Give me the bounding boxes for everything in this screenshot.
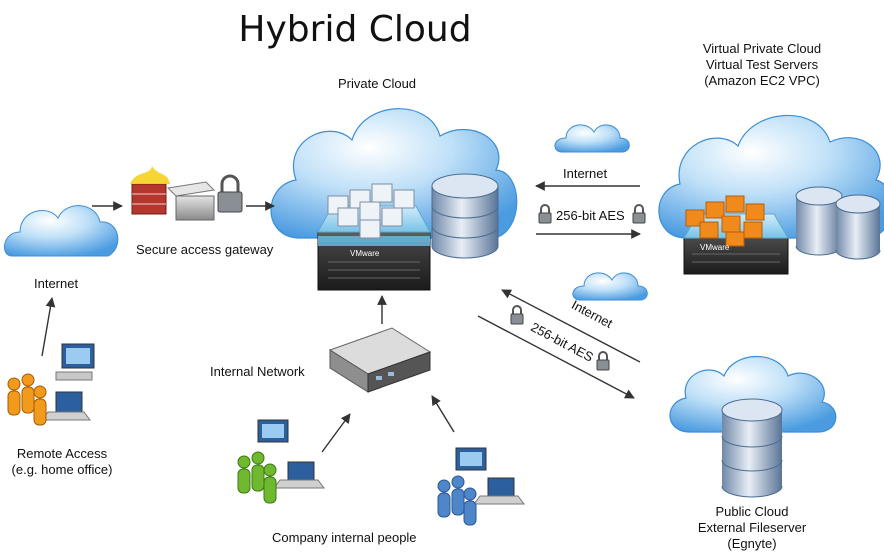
remote-access-computers <box>41 343 95 421</box>
internal-computers-right <box>455 447 525 505</box>
label-aes-diagonal: 256-bit AES <box>528 319 596 365</box>
database-vpc <box>795 186 881 260</box>
arrow-private-to-public <box>477 315 635 399</box>
label-public-line1: Public Cloud <box>715 504 789 519</box>
label-public-cloud: Public Cloud External Fileserver (Egnyte… <box>672 504 832 552</box>
label-vpc-line2: Virtual Test Servers <box>705 57 819 72</box>
internal-people-green-icon <box>237 451 277 504</box>
label-aes-top: 256-bit AES <box>556 208 625 223</box>
label-private-cloud: Private Cloud <box>338 76 417 91</box>
database-private <box>431 173 499 259</box>
public-cloud <box>669 356 837 433</box>
label-company-people: Company internal people <box>272 530 417 545</box>
label-remote-access: Remote Access (e.g. home office) <box>0 446 124 478</box>
label-internet-diagonal: Internet <box>569 297 615 331</box>
label-remote-line1: Remote Access <box>16 446 108 461</box>
arrow-remote-to-internet <box>41 297 56 357</box>
network-switch <box>328 327 432 393</box>
gateway-server-icon <box>166 181 216 221</box>
label-vpc-line3: (Amazon EC2 VPC) <box>704 73 820 88</box>
internal-people-blue-icon <box>437 475 477 526</box>
arrow-public-to-private <box>501 289 641 363</box>
internal-computers-left <box>257 419 325 489</box>
padlock-icon-diag-left <box>510 305 524 325</box>
label-vpc: Virtual Private Cloud Virtual Test Serve… <box>672 41 852 89</box>
arrow-green-to-switch <box>321 413 351 453</box>
database-public <box>721 398 783 498</box>
label-vpc-line1: Virtual Private Cloud <box>702 41 822 56</box>
label-internal-network: Internal Network <box>210 364 305 379</box>
label-public-line3: (Egnyte) <box>727 536 777 551</box>
lock-icon <box>217 174 243 213</box>
internet-cloud-diagonal <box>572 272 648 301</box>
padlock-icon-top-right <box>632 204 646 224</box>
padlock-icon-diag-right <box>596 351 610 371</box>
label-secure-gateway: Secure access gateway <box>136 242 274 257</box>
label-remote-line2: (e.g. home office) <box>11 462 113 477</box>
arrows <box>41 181 641 453</box>
internet-cloud-left <box>4 205 119 257</box>
vm-stack-vpc <box>685 195 765 247</box>
internet-cloud-top <box>554 124 630 153</box>
label-internet-top: Internet <box>563 166 608 181</box>
diagram-title: Hybrid Cloud <box>238 9 472 50</box>
vmware-label-private: VMware <box>350 249 380 258</box>
label-public-line2: External Fileserver <box>697 520 807 535</box>
remote-people-icon <box>7 373 47 426</box>
vmware-label-vpc: VMware <box>700 243 730 252</box>
padlock-icon-top-left <box>538 204 552 224</box>
firewall-icon <box>130 166 170 215</box>
vm-stack-private <box>327 183 415 239</box>
label-internet-left: Internet <box>34 276 79 291</box>
private-cloud-server <box>317 205 431 291</box>
arrow-blue-to-switch <box>431 395 455 433</box>
